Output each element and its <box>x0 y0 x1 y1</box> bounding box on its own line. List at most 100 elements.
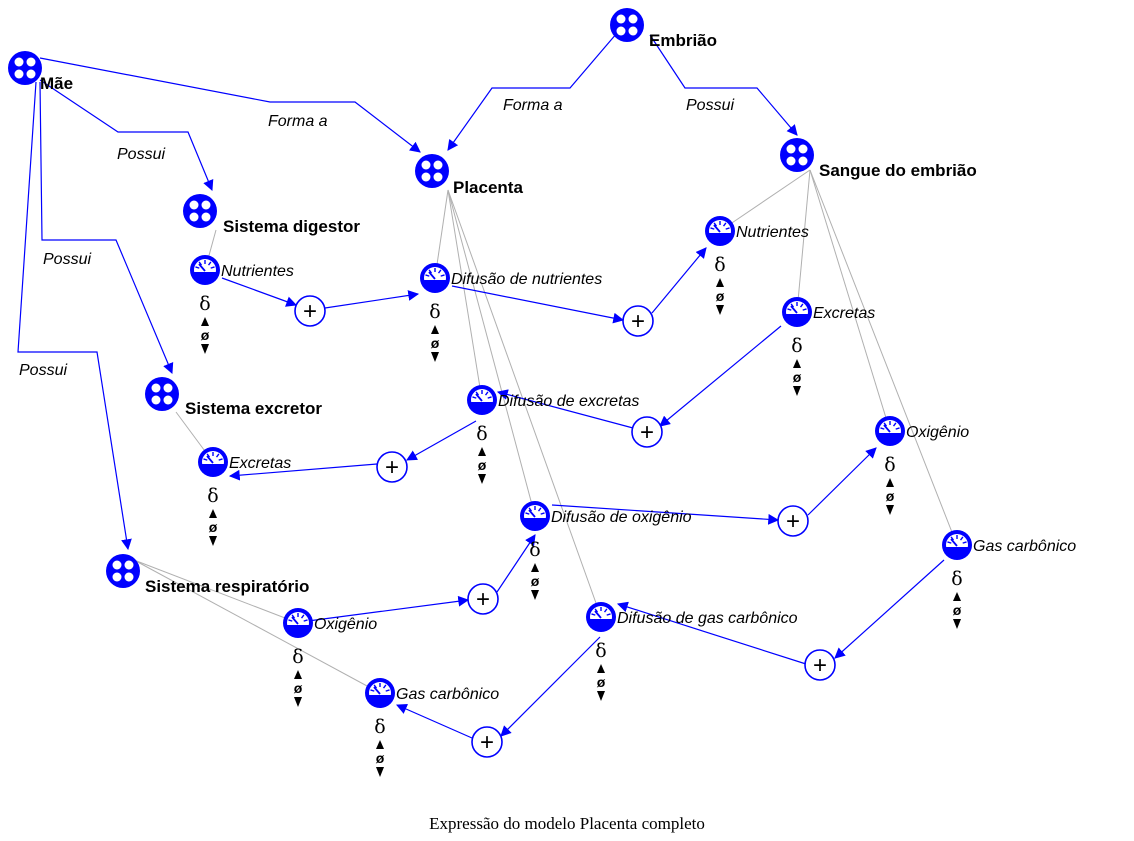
quantity-label: Nutrientes <box>221 263 294 280</box>
up-arrow-icon <box>294 670 302 679</box>
quantity-label: Gas carbônico <box>396 686 499 703</box>
entity-icon <box>8 51 42 85</box>
quantity-label: Gas carbônico <box>973 538 1076 555</box>
down-arrow-icon <box>209 536 217 546</box>
influence-arrow <box>834 559 945 659</box>
up-arrow-icon <box>201 317 209 326</box>
influence-arrow <box>221 277 298 307</box>
figure-caption: Expressão do modelo Placenta completo <box>429 814 705 833</box>
plus-sign: + <box>640 419 654 446</box>
structure-line <box>447 189 536 517</box>
entity-label: Sistema digestor <box>223 217 360 236</box>
gauge-icon <box>283 608 313 638</box>
entity-label: Embrião <box>649 31 717 50</box>
quantity-node-q_dif_gas: Difusão de gas carbônico δø <box>586 602 798 701</box>
derivative-symbol: δ <box>595 640 606 662</box>
down-arrow-icon <box>294 697 302 707</box>
gauge-icon <box>467 385 497 415</box>
quantity-label: Difusão de nutrientes <box>451 271 602 288</box>
down-arrow-icon <box>431 352 439 362</box>
plus-sign: + <box>476 586 490 613</box>
derivative-symbol: δ <box>714 254 725 276</box>
gauge-icon <box>942 530 972 560</box>
entity-node-placenta: Placenta <box>415 154 523 197</box>
derivative-symbol: δ <box>207 485 218 507</box>
up-arrow-icon <box>376 740 384 749</box>
plus-sign: + <box>385 454 399 481</box>
entity-node-digestor: Sistema digestor <box>183 194 360 236</box>
gauge-icon <box>190 255 220 285</box>
positive-influence-node: + <box>471 726 503 758</box>
entity-icon <box>610 8 644 42</box>
influence-arrow <box>659 325 782 427</box>
positive-influence-node: + <box>467 583 499 615</box>
positive-influence-node: + <box>294 295 326 327</box>
zero-symbol: ø <box>376 750 385 766</box>
derivative-symbol: δ <box>374 716 385 738</box>
gauge-icon <box>586 602 616 632</box>
entity-node-mae: Mãe <box>8 51 73 93</box>
zero-symbol: ø <box>793 369 802 385</box>
positive-influence-node: + <box>376 451 408 483</box>
zero-symbol: ø <box>953 602 962 618</box>
entity-node-respiratorio: Sistema respiratório <box>106 554 309 596</box>
down-arrow-icon <box>597 691 605 701</box>
zero-symbol: ø <box>294 680 303 696</box>
derivative-symbol: δ <box>199 293 210 315</box>
influence-arrow <box>406 420 477 461</box>
zero-symbol: ø <box>886 488 895 504</box>
influence-arrow <box>496 534 536 593</box>
derivative-symbol: δ <box>292 646 303 668</box>
plus-sign: + <box>786 508 800 535</box>
gauge-icon <box>520 501 550 531</box>
structure-line <box>447 189 483 401</box>
relation-label: Possui <box>43 251 91 268</box>
entity-icon <box>183 194 217 228</box>
derivative-symbol: δ <box>429 301 440 323</box>
up-arrow-icon <box>886 478 894 487</box>
influence-arrow <box>616 601 807 665</box>
entity-label: Placenta <box>453 178 523 197</box>
entity-icon <box>106 554 140 588</box>
entity-node-sangue: Sangue do embrião <box>780 138 977 180</box>
entity-label: Sistema respiratório <box>145 577 309 596</box>
down-arrow-icon <box>953 619 961 629</box>
structure-line <box>133 559 299 624</box>
quantity-label: Difusão de oxigênio <box>551 509 692 526</box>
relation-arrow <box>39 81 174 374</box>
plus-sign: + <box>303 298 317 325</box>
relation-arrow <box>39 57 421 153</box>
influence-arrow <box>807 447 877 516</box>
down-arrow-icon <box>886 505 894 515</box>
entity-icon <box>145 377 179 411</box>
gauge-icon <box>875 416 905 446</box>
influence-arrow <box>651 247 707 314</box>
zero-symbol: ø <box>597 674 606 690</box>
down-arrow-icon <box>716 305 724 315</box>
up-arrow-icon <box>953 592 961 601</box>
plus-sign: + <box>813 652 827 679</box>
zero-symbol: ø <box>531 573 540 589</box>
influence-arrow <box>228 463 378 481</box>
up-arrow-icon <box>716 278 724 287</box>
zero-symbol: ø <box>209 519 218 535</box>
down-arrow-icon <box>531 590 539 600</box>
derivative-symbol: δ <box>791 335 802 357</box>
influence-arrow <box>500 636 601 737</box>
entity-label: Sistema excretor <box>185 399 322 418</box>
quantity-label: Nutrientes <box>736 224 809 241</box>
quantity-label: Difusão de gas carbônico <box>617 610 798 627</box>
derivative-symbol: δ <box>951 568 962 590</box>
relation-arrow <box>17 81 132 551</box>
influence-arrow <box>451 285 625 324</box>
relation-arrow <box>447 32 618 151</box>
relation-label: Forma a <box>268 113 328 130</box>
up-arrow-icon <box>478 447 486 456</box>
